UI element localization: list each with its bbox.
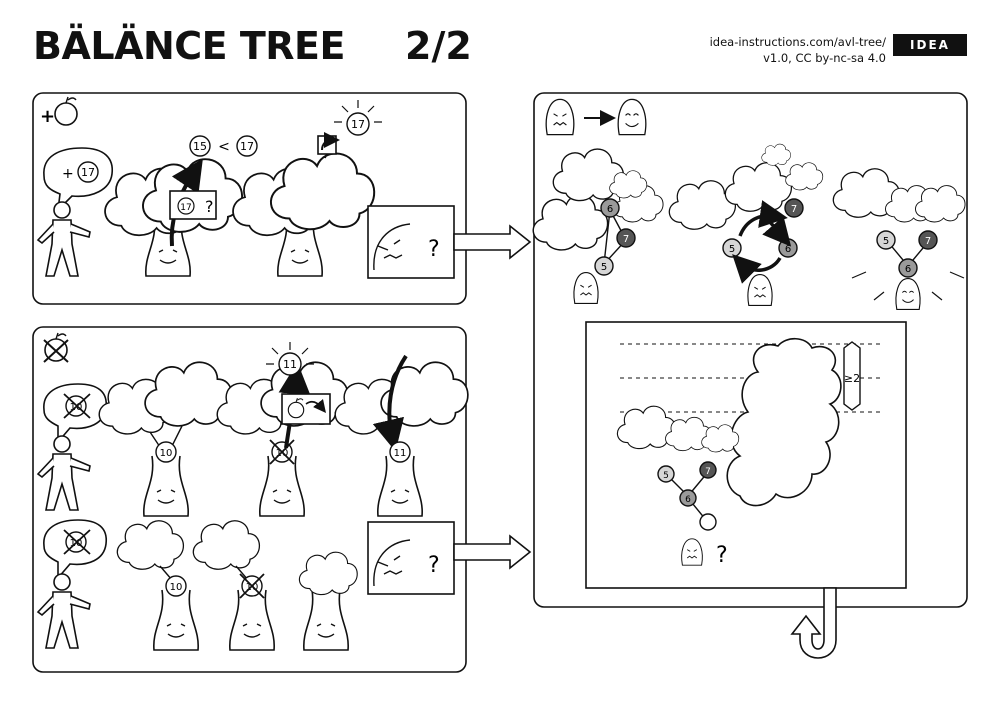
compare-left: 15 (193, 140, 207, 153)
sign-question: ? (205, 197, 214, 216)
middle-node-1: 7 (791, 204, 797, 215)
speech-bubble-row2: 10 (43, 519, 107, 581)
sign-value: 17 (180, 203, 191, 213)
left-node-2: 7 (623, 234, 629, 245)
source-info: idea-instructions.com/avl-tree/ v1.0, CC… (710, 34, 886, 66)
arrow-to-rebalance-1 (453, 224, 532, 260)
right-node-2: 7 (925, 236, 931, 247)
person-figure-row1 (37, 435, 91, 511)
height-node-1: 5 (663, 471, 669, 481)
unhappy-face-icon (545, 98, 575, 136)
compare-right: 17 (240, 140, 254, 153)
tree-after-insert (232, 132, 376, 277)
result-box-delete: ? (367, 521, 455, 595)
bubble-plus: + (62, 166, 74, 182)
height-question: ? (716, 543, 728, 568)
source-url[interactable]: idea-instructions.com/avl-tree/ (709, 35, 886, 49)
placed-apple: 17 (334, 100, 382, 136)
left-node-3: 5 (601, 262, 607, 273)
middle-node-3: 6 (785, 244, 791, 255)
height-node-3: 6 (685, 495, 691, 505)
tree-delete-c: 11 (334, 354, 469, 517)
right-node-3: 6 (905, 264, 911, 275)
tree-delete-d: 10 (116, 520, 199, 651)
speech-bubble: + 17 (43, 147, 113, 213)
result-question-insert: ? (428, 237, 440, 262)
rebalance-tree-left: 6 7 5 (532, 148, 664, 304)
compare-op: < (218, 139, 230, 155)
tree-delete-b: 10 (216, 361, 349, 517)
crossed-apple-icon (43, 332, 69, 363)
rebalance-panel (533, 92, 968, 608)
node-c: 11 (394, 448, 407, 459)
left-node-1: 6 (607, 204, 613, 215)
arrow-to-rebalance-2 (453, 534, 532, 570)
lifted-apple: 11 (266, 342, 314, 376)
page-number: 2/2 (405, 24, 472, 68)
license-text: v1.0, CC by-nc-sa 4.0 (763, 51, 886, 65)
lifted-value: 11 (283, 358, 297, 371)
apple-icon (54, 96, 78, 126)
page-title: BÄLÄNCE TREE (33, 24, 345, 68)
compare-row: 15 < 17 (189, 135, 258, 157)
placed-value: 17 (351, 118, 365, 131)
node-d: 10 (170, 582, 183, 593)
node-b: 10 (276, 448, 289, 459)
idea-logo: IDEA (893, 34, 967, 56)
delete-panel (32, 326, 467, 673)
node-a: 10 (160, 448, 173, 459)
middle-node-2: 5 (729, 244, 735, 255)
result-question-delete: ? (428, 553, 440, 578)
tree-delete-a: 10 (98, 361, 233, 517)
height-diff-box: ≥2 5 7 6 ? (585, 321, 907, 589)
result-box-insert: ? (367, 205, 455, 279)
height-node-2: 7 (705, 467, 711, 477)
right-node-1: 5 (883, 236, 889, 247)
tree-delete-e: 10 (192, 520, 275, 651)
big-cloud (726, 337, 842, 507)
node-e: 10 (246, 582, 259, 593)
person-figure (37, 201, 91, 277)
question-sign: 17 ? (169, 190, 217, 220)
return-arrow (790, 587, 837, 659)
happy-face-icon (617, 98, 647, 136)
speech-bubble-row1: 10 (43, 383, 107, 445)
tree-delete-f (298, 551, 358, 651)
plus-sign: + (40, 106, 55, 127)
rebalance-tree-middle: 7 5 6 (668, 143, 824, 306)
bubble-apple-value: 17 (81, 166, 95, 179)
person-figure-row2 (37, 573, 91, 649)
insert-panel (32, 92, 467, 305)
rebalance-tree-right: 5 7 6 (832, 168, 966, 310)
height-label: ≥2 (844, 372, 860, 385)
